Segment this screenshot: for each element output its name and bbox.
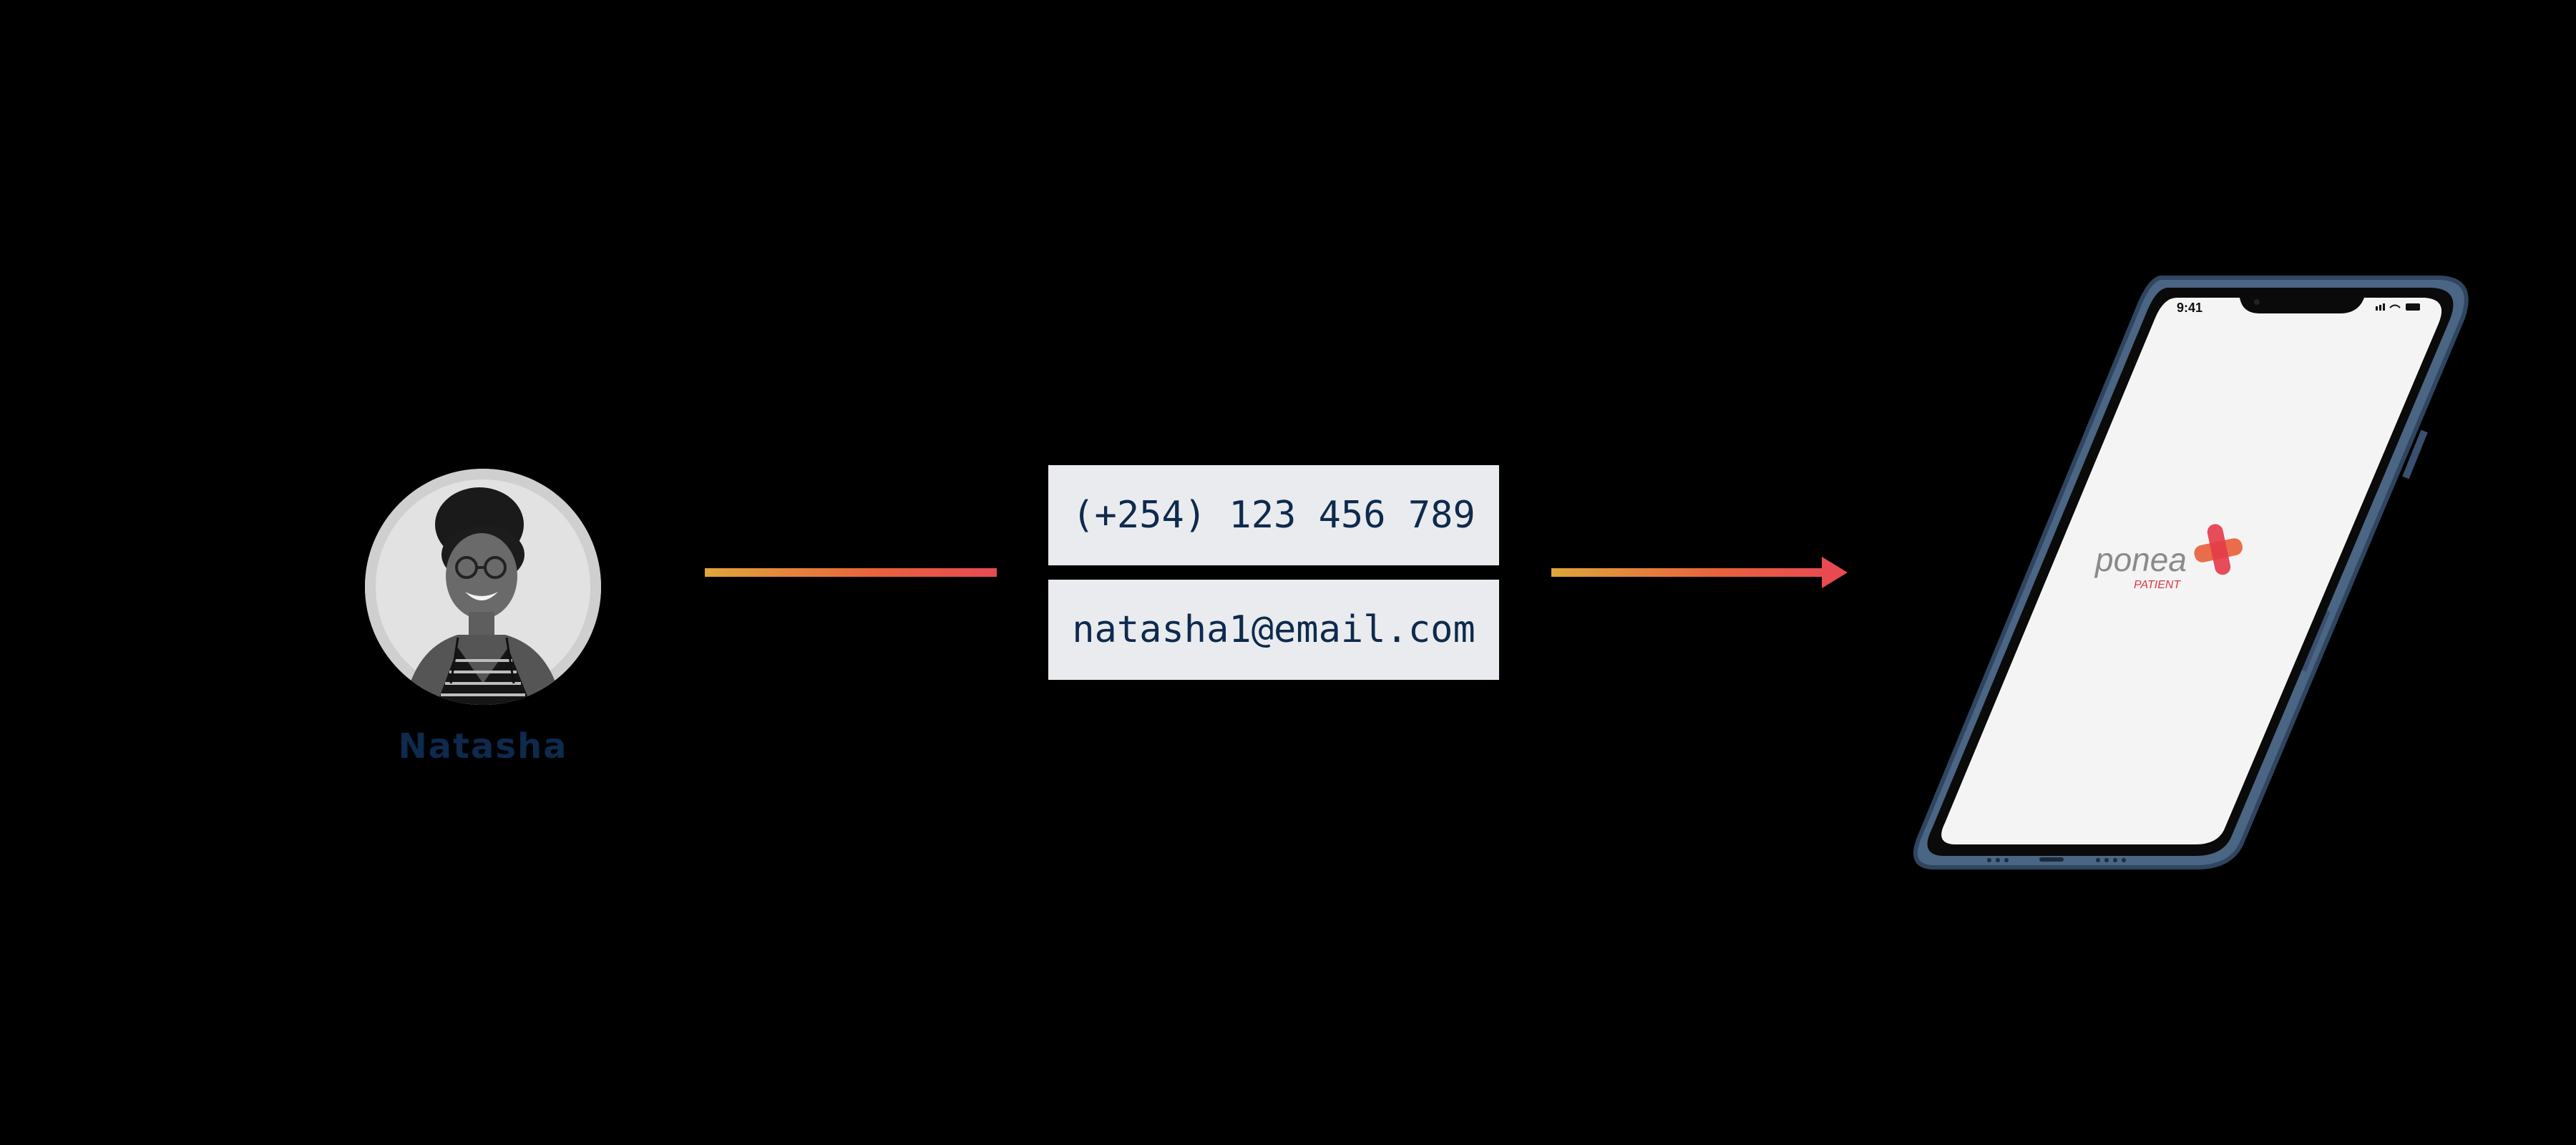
connector-line-right [1551, 568, 1832, 577]
phone-bottom-ports [1987, 857, 2126, 862]
phone-notch [2240, 298, 2364, 313]
app-logo-word: ponea [2094, 541, 2187, 578]
phone-screen [1941, 298, 2442, 844]
person-node: Natasha [365, 469, 601, 766]
app-logo: ponea PATIENT [2094, 524, 2243, 591]
person-name: Natasha [398, 726, 568, 766]
smartphone: 9:41 ponea PATIENT [1911, 272, 2483, 873]
phone-number-box: (+254) 123 456 789 [1048, 465, 1499, 565]
cross-icon [2194, 524, 2243, 575]
email-box: natasha1@email.com [1048, 580, 1499, 680]
connector-line-left [705, 568, 997, 577]
smartphone-illustration: 9:41 ponea PATIENT [1913, 276, 2469, 869]
phone-side-button [2402, 429, 2428, 479]
avatar [365, 469, 601, 705]
arrow-head-icon [1822, 557, 1848, 588]
app-logo-sub: PATIENT [2134, 579, 2181, 591]
status-icons [2376, 303, 2420, 311]
person-photo [365, 469, 601, 705]
status-time: 9:41 [2177, 301, 2202, 315]
